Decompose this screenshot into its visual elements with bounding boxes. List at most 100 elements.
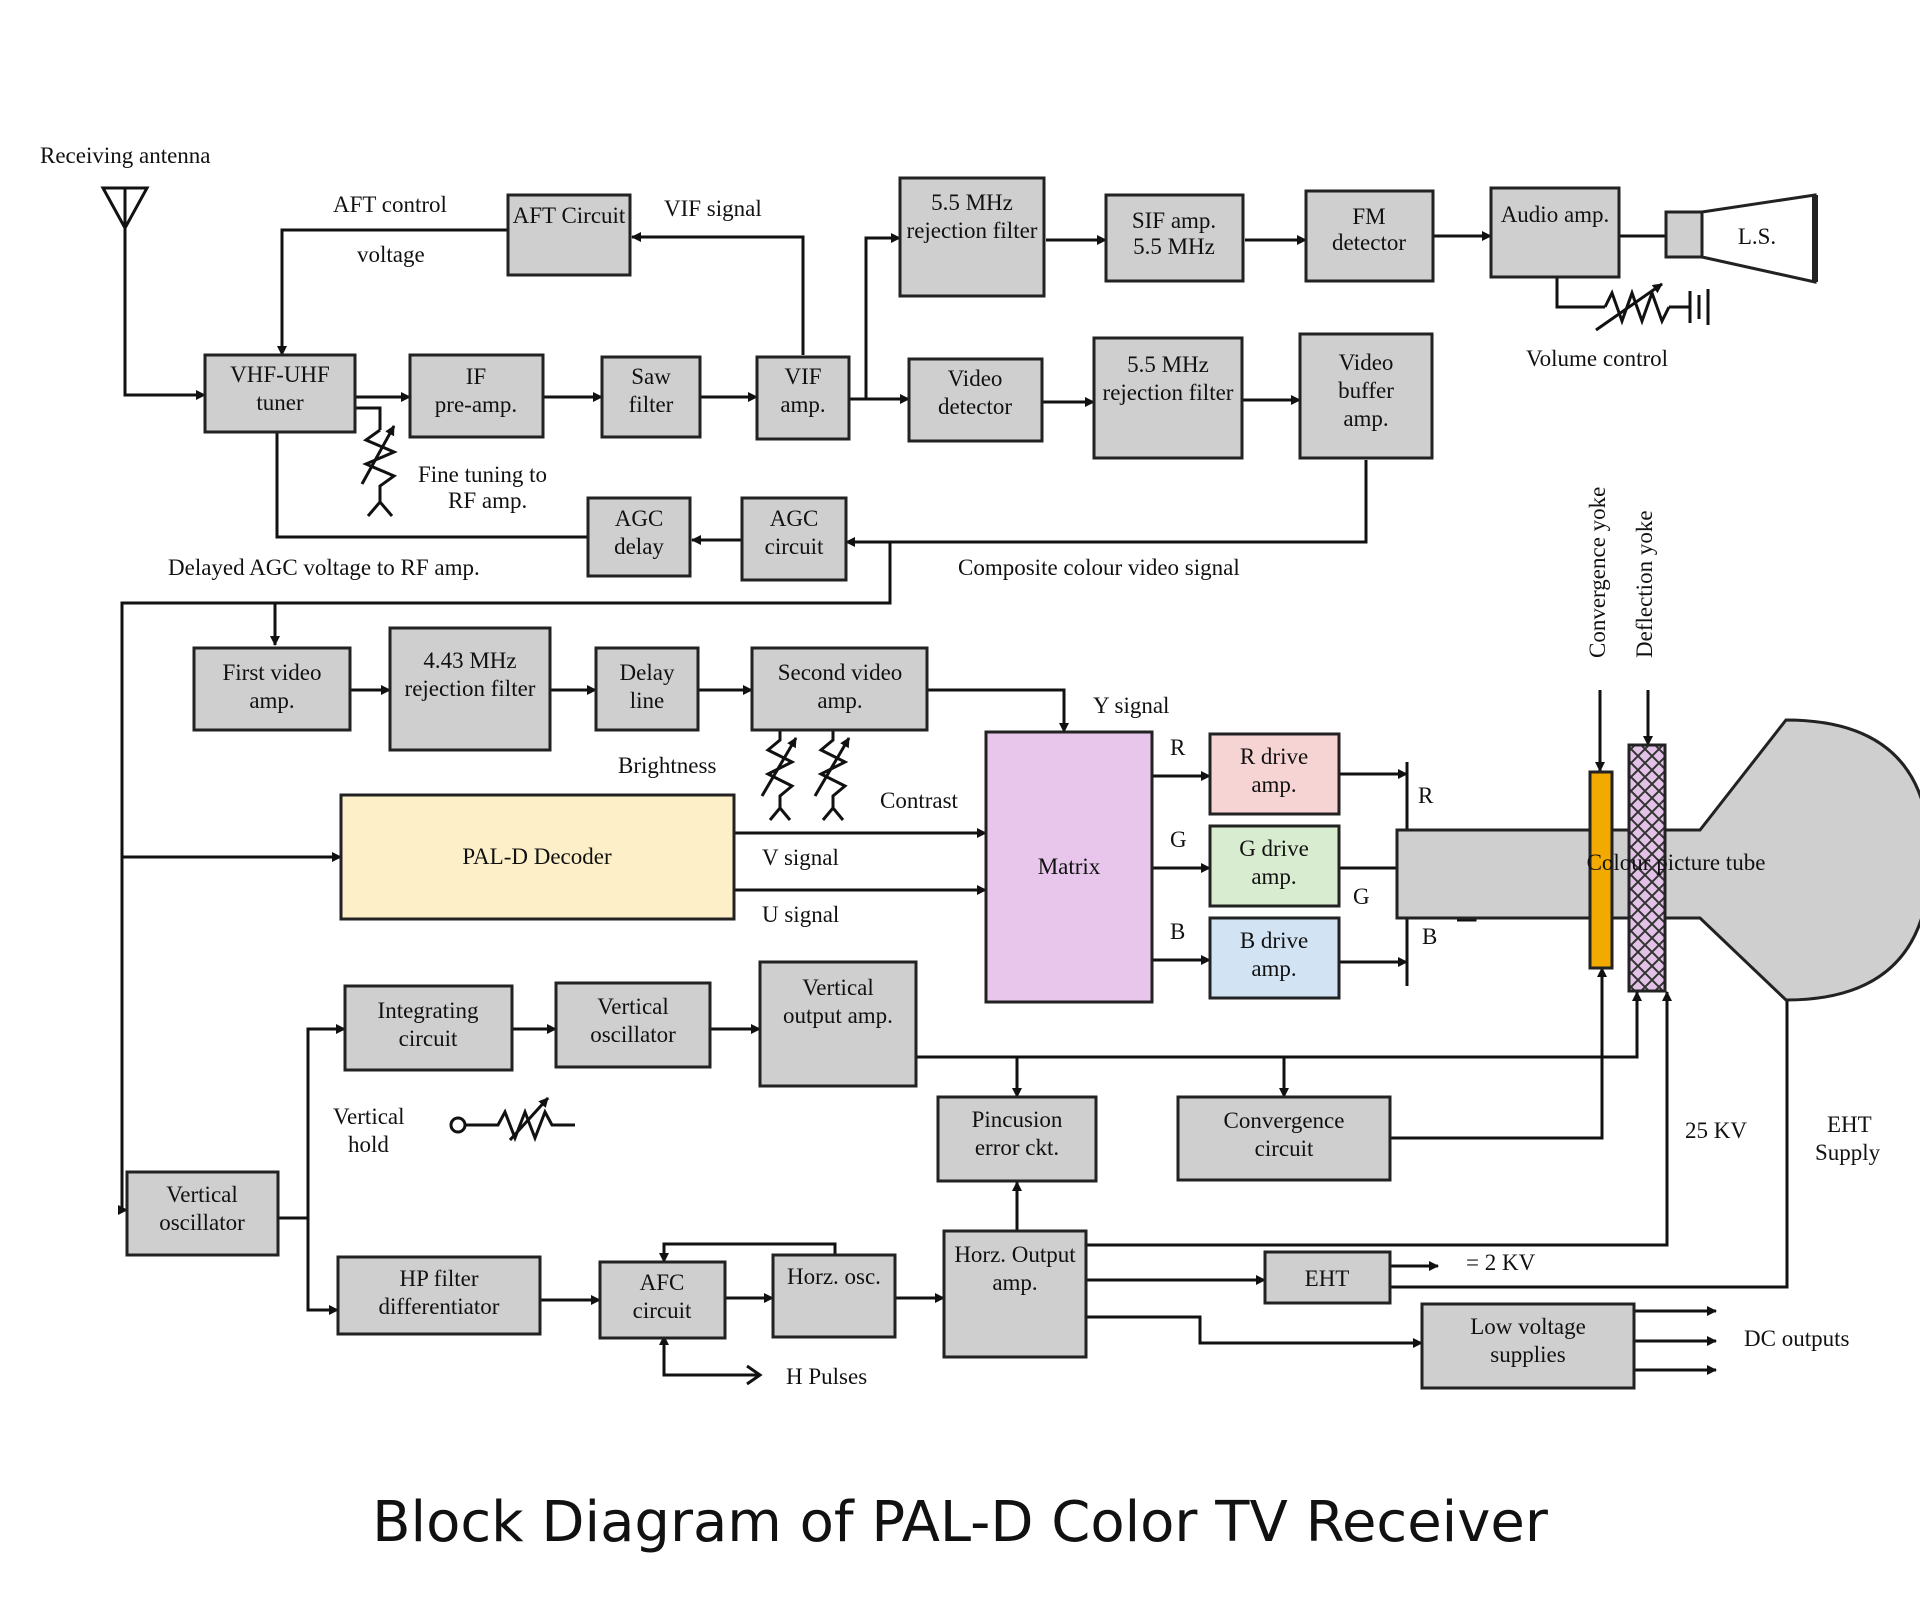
fine-tuning-label: Fine tuning to: [418, 462, 547, 487]
delayed-agc-label: Delayed AGC voltage to RF amp.: [168, 555, 480, 580]
sif-amp-block: [1104, 193, 1245, 283]
h-pulses-label: H Pulses: [786, 1364, 867, 1389]
y-signal-label: Y signal: [1093, 693, 1169, 718]
vif-signal-label: VIF signal: [664, 196, 762, 221]
rejection-filter-443-block: [388, 626, 552, 752]
eht-label: EHT: [1305, 1266, 1350, 1291]
video-buffer-block: [1298, 332, 1434, 460]
pal-decoder-label: PAL-D Decoder: [462, 844, 612, 869]
horz-osc-block: [771, 1253, 897, 1339]
video-detector-block: [907, 357, 1044, 443]
deflection-yoke-bar: [1627, 743, 1667, 993]
hp-filter-block: [336, 1255, 542, 1336]
contrast-label: Contrast: [880, 788, 959, 813]
convergence-yoke-bar: [1588, 770, 1614, 970]
eht-block: [1263, 1250, 1392, 1305]
loudspeaker-icon: [1664, 193, 1818, 284]
composite-video-label: Composite colour video signal: [958, 555, 1240, 580]
g-drive-block: [1208, 824, 1341, 908]
horz-osc-label: Horz. osc.: [787, 1264, 881, 1289]
diagram-caption: Block Diagram of PAL-D Color TV Receiver: [372, 1490, 1548, 1555]
kv25-label: 25 KV: [1685, 1118, 1747, 1143]
volume-control-label: Volume control: [1526, 346, 1668, 371]
eht-supply-label: EHT: [1827, 1112, 1872, 1137]
audio-amp-block: [1489, 186, 1621, 279]
r-output-label: R: [1418, 783, 1434, 808]
afc-circuit-block: [598, 1260, 727, 1340]
convergence-circuit-block: [1176, 1095, 1392, 1182]
first-video-amp-block: [192, 646, 352, 732]
vertical-output-block: [758, 960, 918, 1088]
antenna-icon: [100, 186, 150, 232]
g-output-label: G: [1353, 884, 1370, 909]
vertical-hold-2-label: hold: [348, 1132, 389, 1157]
matrix-block: [984, 730, 1154, 1004]
loudspeaker-label: L.S.: [1738, 224, 1776, 249]
brightness-label: Brightness: [618, 753, 716, 778]
vertical-oscillator-left-block: [125, 1170, 280, 1257]
u-signal-label: U signal: [762, 902, 839, 927]
fine-tuning-rf-label: RF amp.: [448, 488, 527, 513]
delay-line-block: [594, 646, 700, 732]
tuner-block: [203, 353, 357, 434]
deflection-yoke-label: Deflection yoke: [1632, 510, 1657, 658]
matrix-label: Matrix: [1038, 854, 1101, 879]
b-drive-block: [1208, 916, 1341, 1000]
saw-filter-block: [600, 355, 702, 439]
b-input-label: B: [1170, 919, 1185, 944]
pal-decoder-block: [339, 793, 736, 921]
vertical-hold-label: Vertical: [333, 1104, 405, 1129]
g-input-label: G: [1170, 827, 1187, 852]
rejection-filter-mid-block: [1092, 336, 1244, 460]
integrating-circuit-block: [343, 984, 514, 1072]
free-labels: Receiving antenna AFT control voltage VI…: [40, 143, 1881, 1389]
low-voltage-block: [1420, 1302, 1636, 1390]
aft-control-label: AFT control: [333, 192, 447, 217]
wires: [118, 228, 1792, 1386]
v-signal-label: V signal: [762, 845, 839, 870]
rejection-filter-top-block: [898, 176, 1046, 298]
agc-delay-block: [586, 496, 692, 578]
agc-circuit-block: [740, 496, 848, 582]
if-preamp-block: [408, 353, 545, 439]
b-output-label: B: [1422, 924, 1437, 949]
blocks: [125, 176, 1636, 1390]
audio-amp-label: Audio amp.: [1501, 202, 1610, 227]
fm-detector-block: [1304, 189, 1435, 283]
receiving-antenna-label: Receiving antenna: [40, 143, 211, 168]
second-video-amp-block: [750, 646, 929, 732]
eht-2kv-label: = 2 KV: [1466, 1250, 1536, 1275]
picture-tube-label: Colour picture tube: [1587, 850, 1766, 875]
aft-circuit-block: [506, 193, 632, 277]
horz-output-block: [942, 1229, 1088, 1359]
aft-circuit-label: AFT Circuit: [513, 203, 626, 228]
